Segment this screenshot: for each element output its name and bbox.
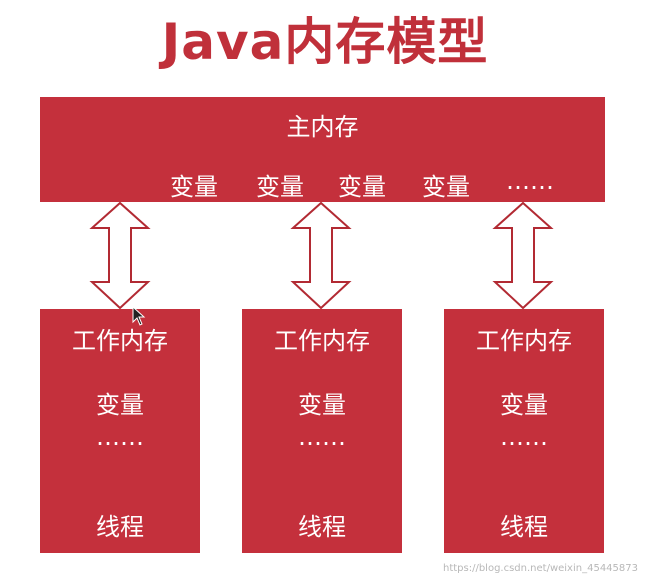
working-memory-ellipsis: …… [500, 423, 548, 451]
thread-box: 工作内存 变量 …… 线程 [444, 309, 604, 553]
watermark: https://blog.csdn.net/weixin_45445873 [442, 563, 638, 574]
working-memory-ellipsis: …… [298, 423, 346, 451]
thread-label: 线程 [298, 513, 346, 541]
working-memory-label: 工作内存 [72, 327, 168, 355]
main-memory-ellipsis: …… [506, 167, 554, 195]
double-arrow-icon [290, 201, 352, 310]
main-memory-variable: 变量 [422, 173, 470, 201]
thread-box: 工作内存 变量 …… 线程 [40, 309, 200, 553]
double-arrow-icon [492, 201, 554, 310]
main-memory-variables: 变量 变量 变量 变量 …… [170, 167, 570, 201]
thread-box: 工作内存 变量 …… 线程 [242, 309, 402, 553]
thread-label: 线程 [96, 513, 144, 541]
main-memory-box: 主内存 变量 变量 变量 变量 …… [40, 97, 605, 202]
working-memory-variable: 变量 [96, 391, 144, 419]
double-arrow-icon [89, 201, 151, 310]
working-memory-variable: 变量 [500, 391, 548, 419]
main-memory-variable: 变量 [170, 173, 218, 201]
main-memory-variable: 变量 [256, 173, 304, 201]
working-memory-ellipsis: …… [96, 423, 144, 451]
thread-label: 线程 [500, 513, 548, 541]
working-memory-label: 工作内存 [274, 327, 370, 355]
diagram-title: Java内存模型 [161, 13, 489, 71]
main-memory-variable: 变量 [338, 173, 386, 201]
main-memory-label: 主内存 [286, 113, 359, 141]
working-memory-label: 工作内存 [476, 327, 572, 355]
working-memory-variable: 变量 [298, 391, 346, 419]
mouse-cursor-icon [132, 306, 146, 326]
